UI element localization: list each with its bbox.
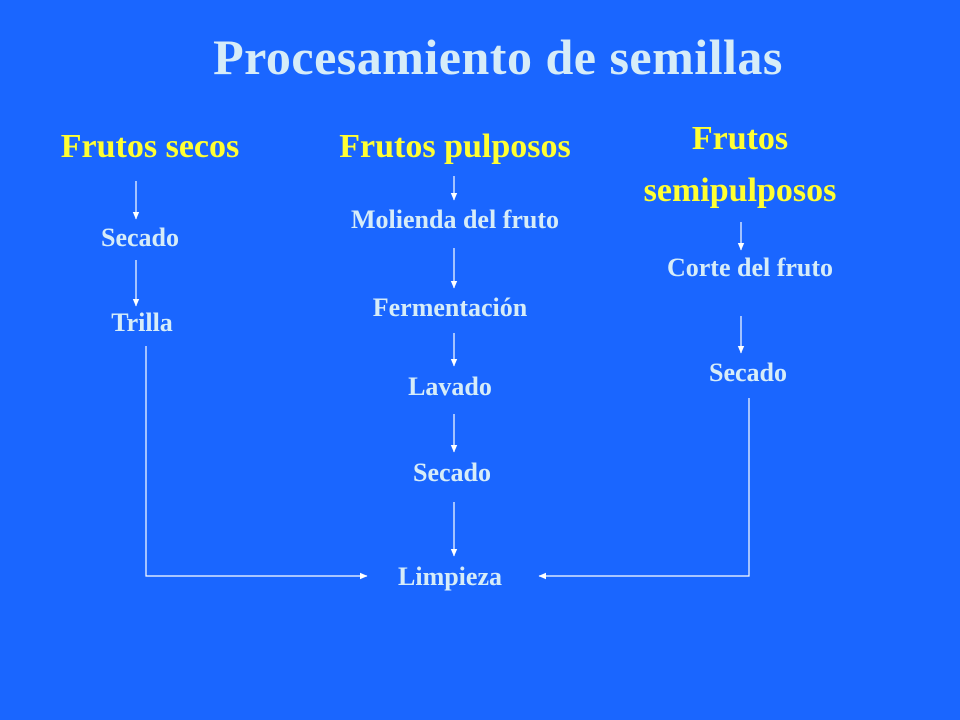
step-pulposos-lavado: Lavado (408, 372, 492, 401)
step-pulposos-molienda: Molienda del fruto (351, 205, 559, 234)
step-semipulposos-secado: Secado (709, 358, 787, 387)
step-limpieza: Limpieza (398, 562, 502, 591)
step-secos-secado: Secado (101, 223, 179, 252)
header-frutos-semipulposos-line1: Frutos (691, 120, 789, 157)
arrow-trilla-to-limpieza (145, 346, 368, 580)
header-frutos-pulposos: Frutos pulposos (339, 128, 571, 165)
step-pulposos-secado: Secado (413, 458, 491, 487)
step-pulposos-fermentacion: Fermentación (372, 293, 528, 322)
arrow-semisecado-to-limpieza (538, 398, 750, 580)
step-semipulposos-corte: Corte del fruto (666, 253, 834, 282)
header-frutos-semipulposos-line2: semipulposos (643, 172, 837, 209)
slide-title: Procesamiento de semillas (213, 29, 783, 85)
step-secos-trilla: Trilla (111, 308, 173, 337)
header-frutos-secos: Frutos secos (60, 128, 240, 165)
